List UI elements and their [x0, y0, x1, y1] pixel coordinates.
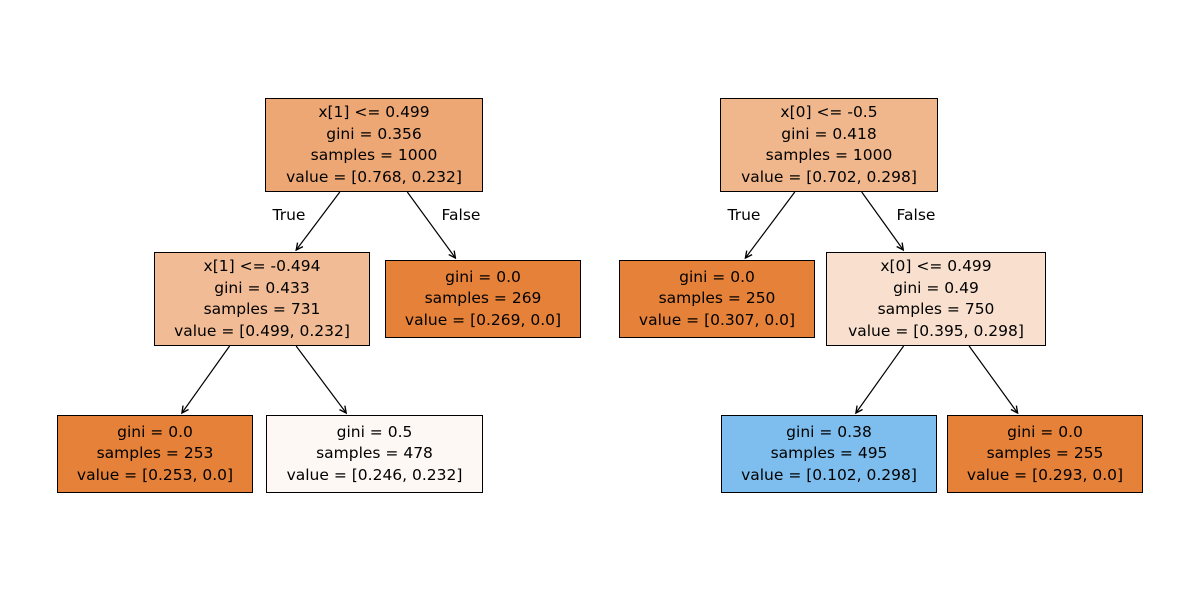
node-samples: samples = 1000 — [765, 146, 893, 164]
edge-arrow — [406, 191, 455, 258]
tree-left-internal-node: x[1] <= -0.494 gini = 0.433 samples = 73… — [154, 252, 370, 346]
node-condition: x[1] <= 0.499 — [318, 103, 430, 121]
node-value: value = [0.253, 0.0] — [76, 465, 234, 484]
node-gini: gini = 0.418 — [781, 124, 877, 143]
node-condition: x[1] <= -0.494 — [203, 257, 321, 275]
node-value: value = [0.768, 0.232] — [286, 167, 462, 186]
node-gini: gini = 0.0 — [445, 267, 521, 286]
node-value: value = [0.702, 0.298] — [741, 167, 917, 186]
node-value: value = [0.269, 0.0] — [404, 310, 562, 329]
node-gini: gini = 0.5 — [336, 422, 413, 441]
edge-label-false: False — [896, 206, 936, 224]
node-gini: gini = 0.433 — [214, 278, 310, 297]
tree-left-root-node: x[1] <= 0.499 gini = 0.356 samples = 100… — [265, 98, 483, 192]
node-condition: x[0] <= 0.499 — [880, 257, 992, 275]
edge-label-false: False — [441, 206, 481, 224]
node-samples: samples = 495 — [770, 444, 888, 463]
edge-label-true: True — [727, 206, 761, 224]
node-value: value = [0.499, 0.232] — [174, 321, 350, 340]
tree-right-leaf-node: gini = 0.0 samples = 255 value = [0.293,… — [947, 415, 1143, 493]
node-gini: gini = 0.356 — [326, 124, 422, 143]
edge-arrow — [182, 345, 231, 413]
node-gini: gini = 0.0 — [679, 267, 755, 286]
node-value: value = [0.102, 0.298] — [741, 465, 917, 484]
edge-arrow — [856, 345, 905, 413]
edge-label-true: True — [272, 206, 306, 224]
node-samples: samples = 255 — [986, 444, 1104, 463]
node-condition: x[0] <= -0.5 — [780, 103, 878, 121]
edge-arrow — [968, 345, 1018, 413]
tree-right-leaf-node: gini = 0.38 samples = 495 value = [0.102… — [721, 415, 937, 493]
node-samples: samples = 250 — [658, 289, 776, 308]
tree-right-root-node: x[0] <= -0.5 gini = 0.418 samples = 1000… — [720, 98, 938, 192]
node-gini: gini = 0.38 — [786, 422, 872, 441]
node-value: value = [0.293, 0.0] — [966, 465, 1124, 484]
node-samples: samples = 750 — [877, 300, 995, 318]
tree-left-leaf-node: gini = 0.5 samples = 478 value = [0.246,… — [266, 415, 483, 493]
node-samples: samples = 478 — [316, 444, 433, 463]
node-gini: gini = 0.0 — [1007, 422, 1083, 441]
node-gini: gini = 0.49 — [893, 278, 979, 297]
node-value: value = [0.307, 0.0] — [638, 310, 796, 329]
tree-right-leaf-node: gini = 0.0 samples = 250 value = [0.307,… — [619, 260, 815, 338]
edge-arrow — [295, 345, 346, 413]
node-samples: samples = 253 — [96, 444, 214, 463]
tree-left-leaf-node: gini = 0.0 samples = 253 value = [0.253,… — [57, 415, 253, 493]
tree-left-leaf-node: gini = 0.0 samples = 269 value = [0.269,… — [385, 260, 581, 338]
node-value: value = [0.246, 0.232] — [286, 465, 463, 484]
node-samples: samples = 1000 — [310, 146, 438, 164]
tree-right-internal-node: x[0] <= 0.499 gini = 0.49 samples = 750 … — [826, 252, 1046, 346]
node-gini: gini = 0.0 — [117, 422, 193, 441]
node-value: value = [0.395, 0.298] — [848, 321, 1024, 340]
node-samples: samples = 731 — [203, 300, 321, 318]
node-samples: samples = 269 — [424, 289, 542, 308]
edge-arrow — [745, 191, 796, 258]
